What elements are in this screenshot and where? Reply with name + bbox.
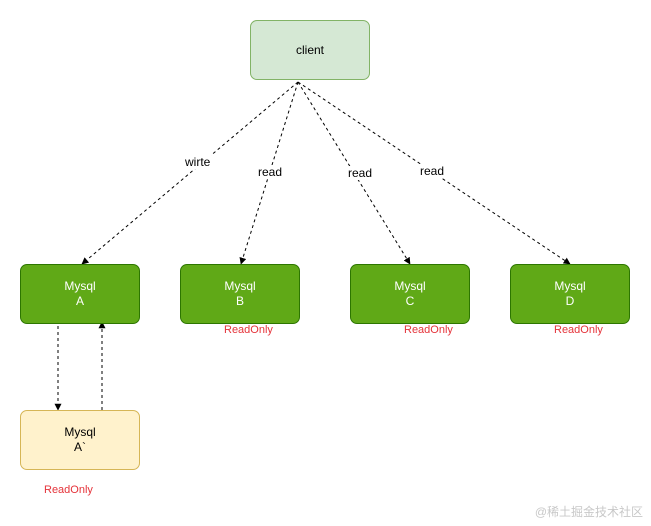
mysql-a-line1: Mysql	[64, 279, 96, 293]
readonly-label-a-replica: ReadOnly	[44, 484, 93, 496]
mysql-c-line1: Mysql	[394, 279, 426, 293]
mysql-d-line1: Mysql	[554, 279, 586, 293]
edge-label-read-d: read	[419, 164, 446, 178]
mysql-c-line2: C	[405, 294, 415, 308]
mysql-a-replica-node: Mysql A`	[20, 410, 140, 470]
mysql-c-node: Mysql C	[350, 264, 470, 324]
readonly-label-c: ReadOnly	[404, 324, 453, 336]
watermark: @稀土掘金技术社区	[534, 505, 643, 519]
mysql-a-replica-line2: A`	[74, 440, 86, 454]
client-node: client	[250, 20, 370, 80]
mysql-b-line2: B	[235, 294, 244, 308]
edge-client-to-mysql-a	[81, 81, 299, 265]
mysql-d-node: Mysql D	[510, 264, 630, 324]
mysql-a-replica-line1: Mysql	[64, 425, 96, 439]
mysql-a-line2: A	[75, 294, 84, 308]
mysql-a-node: Mysql A	[20, 264, 140, 324]
edge-client-to-mysql-b	[239, 81, 299, 265]
readonly-label-b: ReadOnly	[224, 324, 273, 336]
mysql-d-line2: D	[565, 294, 575, 308]
edge-label-read-c: read	[347, 166, 374, 180]
mysql-b-line1: Mysql	[224, 279, 256, 293]
mysql-b-node: Mysql B	[180, 264, 300, 324]
edge-label-write: wirte	[184, 155, 212, 169]
client-label: client	[295, 42, 324, 57]
edge-label-read-b: read	[257, 165, 284, 179]
readonly-label-d: ReadOnly	[554, 324, 603, 336]
